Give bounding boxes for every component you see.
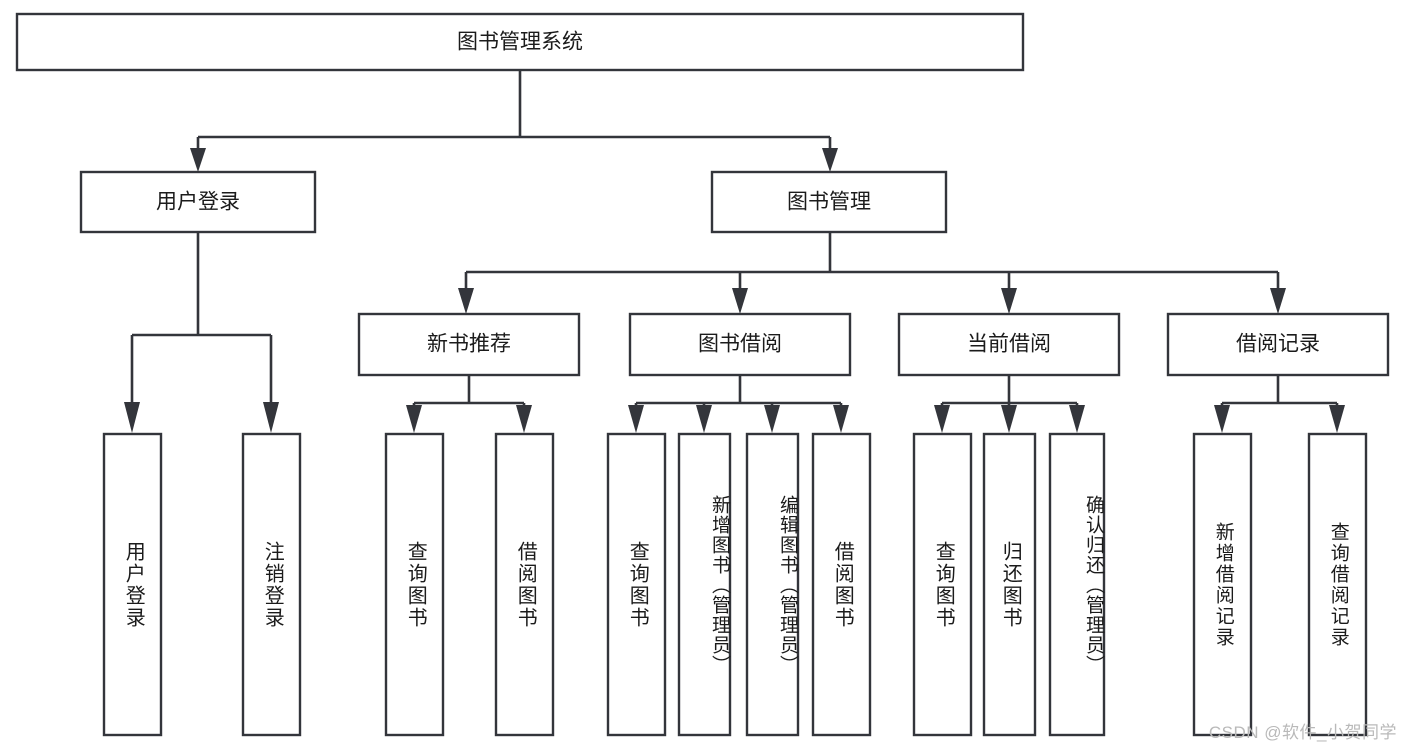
node-current-borrow-box[interactable] [897,312,1121,377]
leaf-box-borrow-record-0[interactable] [1192,432,1253,737]
connector-layer [124,70,1345,433]
arrow-head-leaf-borrow-record-0 [1214,405,1230,433]
leaf-box-current-borrow-0[interactable] [912,432,973,737]
leaf-box-book-borrow-0[interactable] [606,432,667,737]
leaf-box-user-login-1[interactable] [241,432,302,737]
node-new-book-label: 新书推荐 [427,333,511,356]
watermark-text: CSDN @软件_小贺同学 [1208,723,1397,742]
arrow-head-book-borrow [732,288,748,314]
leaf-box-book-borrow-2[interactable] [745,432,800,737]
leaf-box-current-borrow-1[interactable] [982,432,1037,737]
node-current-borrow-label: 当前借阅 [967,333,1051,356]
arrow-head-leaf-book-borrow-2 [764,405,780,433]
node-new-book-box[interactable] [357,312,581,377]
node-book-borrow-box[interactable] [628,312,852,377]
arrow-head-leaf-book-borrow-1 [696,405,712,433]
node-user-login-box[interactable] [79,170,317,234]
node-book-manage-label: 图书管理 [787,191,871,214]
leaf-box-book-borrow-1[interactable] [677,432,732,737]
arrow-head-leaf-user-login-1 [263,402,279,433]
node-book-borrow-label: 图书借阅 [698,333,782,356]
leaf-box-current-borrow-2[interactable] [1048,432,1106,737]
leaf-box-book-borrow-3[interactable] [811,432,872,737]
leaf-box-new-book-0[interactable] [384,432,445,737]
node-book-manage-box[interactable] [710,170,948,234]
arrow-head-book-manage [822,148,838,172]
arrow-head-borrow-record [1270,288,1286,314]
node-borrow-record-box[interactable] [1166,312,1390,377]
leaf-box-new-book-1[interactable] [494,432,555,737]
leaf-box-user-login-0[interactable] [102,432,163,737]
node-root-box[interactable] [15,12,1025,72]
node-layer [15,12,1390,737]
arrow-head-leaf-new-book-0 [406,405,422,433]
leaf-box-borrow-record-1[interactable] [1307,432,1368,737]
arrow-head-new-book [458,288,474,314]
arrow-head-user-login [190,148,206,172]
arrow-head-leaf-book-borrow-3 [833,405,849,433]
arrow-head-leaf-current-borrow-1 [1001,405,1017,433]
arrow-head-current-borrow [1001,288,1017,314]
arrow-head-leaf-new-book-1 [516,405,532,433]
arrow-head-leaf-book-borrow-0 [628,405,644,433]
arrow-head-leaf-user-login-0 [124,402,140,433]
label-layer: 图书管理系统 用户登录 图书管理 新书推荐 图书借阅 当前借阅 借阅记录 [156,31,1320,356]
arrow-head-leaf-borrow-record-1 [1329,405,1345,433]
arrow-head-leaf-current-borrow-0 [934,405,950,433]
node-borrow-record-label: 借阅记录 [1236,333,1320,356]
arrow-head-leaf-current-borrow-2 [1069,405,1085,433]
node-user-login-label: 用户登录 [156,191,240,214]
node-root-label: 图书管理系统 [457,31,583,54]
